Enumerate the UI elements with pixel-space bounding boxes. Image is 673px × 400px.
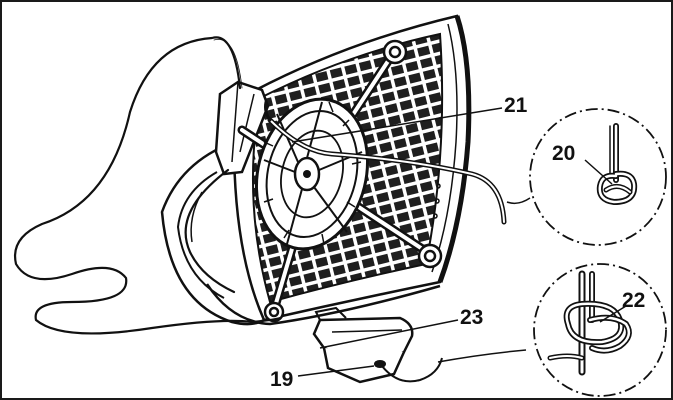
fan-cable xyxy=(264,100,507,225)
callout-23: 23 xyxy=(460,306,483,329)
callout-21: 21 xyxy=(504,94,528,117)
detail-knot-20 xyxy=(529,108,667,246)
mount-bosses xyxy=(263,39,443,323)
detail-knot-22 xyxy=(533,263,667,397)
fan-guard xyxy=(254,97,370,251)
leader-lines xyxy=(291,107,627,377)
cord-connector xyxy=(312,306,443,384)
power-cord xyxy=(13,36,282,335)
callout-labels: 21 20 22 23 19 xyxy=(270,94,645,391)
callout-19: 19 xyxy=(270,368,293,391)
callout-20: 20 xyxy=(552,142,575,165)
callout-22: 22 xyxy=(622,289,645,312)
